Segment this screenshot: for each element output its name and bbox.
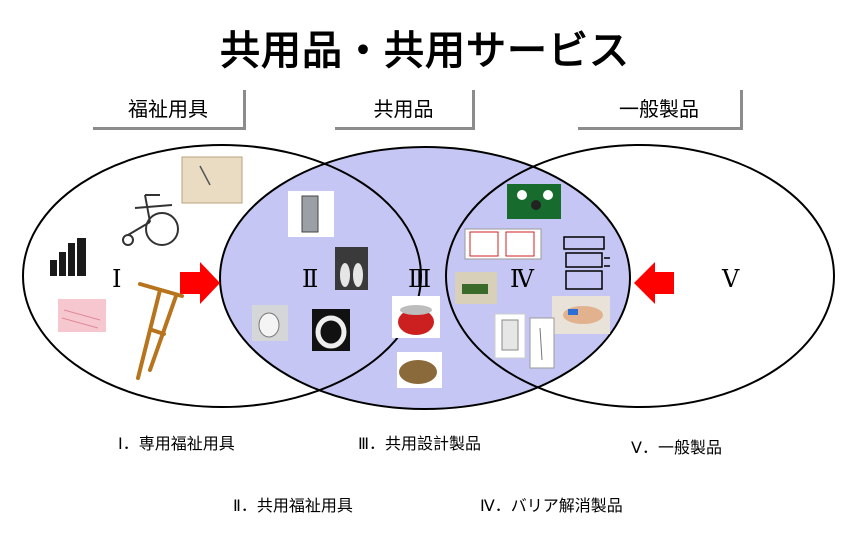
document-icon [181, 156, 243, 204]
gloves-icon [397, 352, 442, 388]
page-title: 共用品・共用サービス [220, 28, 630, 74]
bar-chart-icon [50, 238, 86, 276]
legend-item-5: Ⅴ．一般製品 [631, 438, 722, 457]
region-5-label: Ⅴ [722, 265, 740, 293]
header-shared-label: 共用品 [373, 97, 434, 121]
region-2-label: Ⅱ [302, 265, 319, 293]
arrow-right-icon [180, 262, 220, 304]
welfare-circle [22, 144, 422, 408]
toilet-seat-icon [312, 309, 350, 351]
region-4-label: Ⅳ [510, 265, 534, 293]
arrow-left-icon [634, 262, 674, 304]
playing-cards-icon [464, 228, 542, 260]
shaver-icon [455, 272, 497, 304]
legend-item-3: Ⅲ．共用設計製品 [358, 434, 482, 453]
slim-device-icon [529, 317, 555, 369]
legend-item-4: Ⅳ．バリア解消製品 [480, 496, 623, 515]
bottles-icon [335, 247, 368, 290]
general-circle [445, 144, 835, 408]
header-shared-products: 共用品 [335, 90, 475, 130]
header-welfare-label: 福祉用具 [128, 97, 208, 121]
region-1-label: Ⅰ [112, 265, 122, 293]
header-general-label: 一般製品 [619, 97, 699, 121]
hand-device-icon [552, 296, 610, 334]
toilet-icon [252, 305, 288, 341]
header-welfare-equipment: 福祉用具 [93, 90, 246, 130]
cup-icon [494, 313, 526, 359]
crutch-icon [136, 282, 184, 380]
paper-icon [58, 299, 106, 332]
board-game-icon [507, 184, 561, 219]
phone-diagram-icon [563, 236, 610, 290]
header-general-products: 一般製品 [578, 90, 743, 130]
rice-cooker-icon [392, 296, 440, 338]
legend-item-2: Ⅱ．共用福祉用具 [233, 496, 353, 515]
wheelchair-icon [122, 194, 179, 246]
region-3-label: Ⅲ [408, 265, 432, 293]
lighter-icon [288, 191, 334, 237]
legend-item-1: Ⅰ．専用福祉用具 [118, 434, 235, 453]
